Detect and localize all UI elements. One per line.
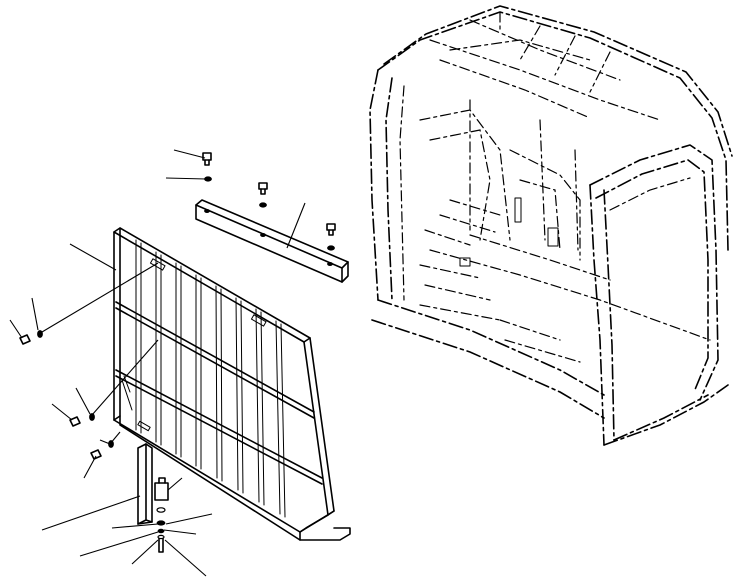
leader-lines xyxy=(9,149,306,577)
operator-cab xyxy=(369,5,733,446)
top-angle-bracket xyxy=(195,199,349,283)
bottom-stay-bracket xyxy=(137,443,169,553)
left-fasteners xyxy=(19,330,114,460)
front-guard-grille xyxy=(113,227,351,541)
bolts-upper xyxy=(202,152,336,251)
